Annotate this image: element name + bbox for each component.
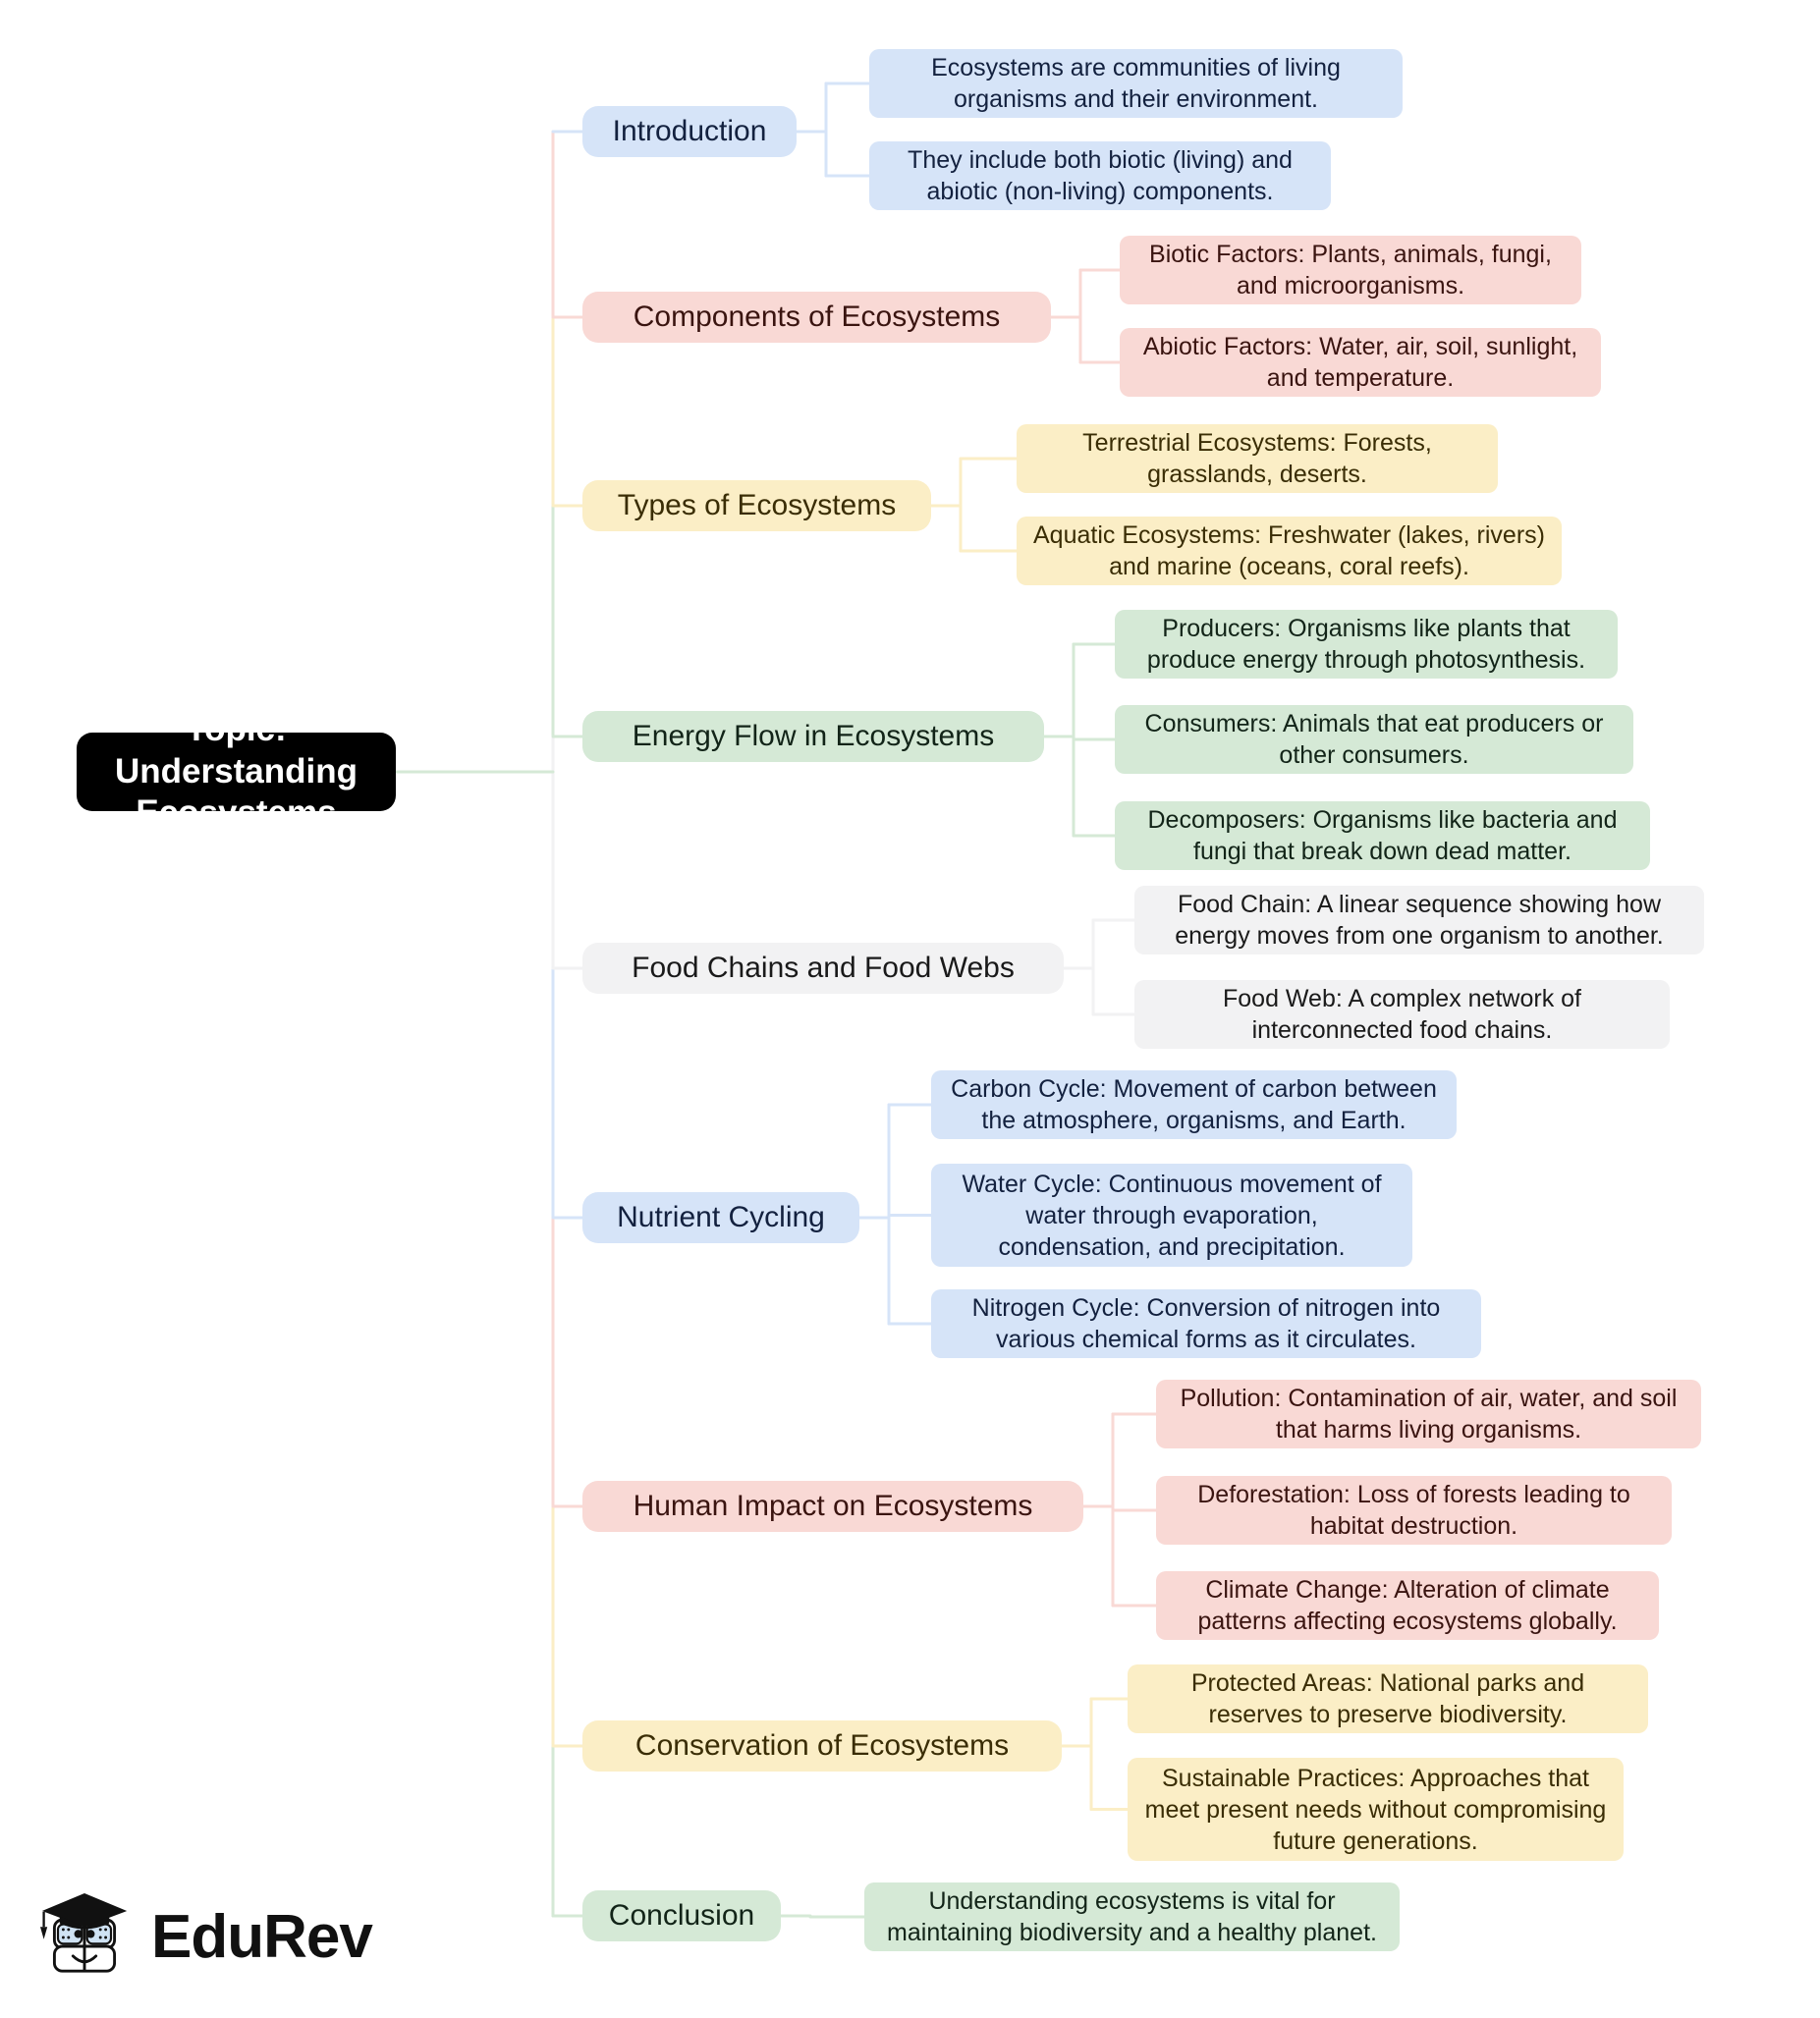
leaf-node-5-1[interactable]: Water Cycle: Continuous movement of wate…: [931, 1164, 1412, 1267]
leaf-node-3-1[interactable]: Consumers: Animals that eat producers or…: [1115, 705, 1633, 774]
branch-node-5[interactable]: Nutrient Cycling: [582, 1192, 859, 1243]
branch-node-6[interactable]: Human Impact on Ecosystems: [582, 1481, 1083, 1532]
branch-node-7[interactable]: Conservation of Ecosystems: [582, 1720, 1062, 1772]
edurev-logo: EduRev: [31, 1874, 373, 2001]
leaf-node-8-0[interactable]: Understanding ecosystems is vital for ma…: [864, 1882, 1400, 1951]
branch-node-4[interactable]: Food Chains and Food Webs: [582, 943, 1064, 994]
root-node[interactable]: Topic: Understanding Ecosystems: [77, 710, 396, 832]
leaf-node-0-0[interactable]: Ecosystems are communities of living org…: [869, 49, 1403, 118]
branch-node-1[interactable]: Components of Ecosystems: [582, 292, 1051, 343]
edurev-wordmark: EduRev: [151, 1903, 373, 1971]
leaf-node-4-0[interactable]: Food Chain: A linear sequence showing ho…: [1134, 886, 1704, 954]
graduation-cap-book-mascot-icon: [40, 1893, 128, 1973]
leaf-node-6-0[interactable]: Pollution: Contamination of air, water, …: [1156, 1380, 1701, 1448]
leaf-node-1-1[interactable]: Abiotic Factors: Water, air, soil, sunli…: [1120, 328, 1601, 397]
branch-node-8[interactable]: Conclusion: [582, 1890, 781, 1941]
leaf-node-7-1[interactable]: Sustainable Practices: Approaches that m…: [1128, 1758, 1624, 1861]
leaf-node-6-1[interactable]: Deforestation: Loss of forests leading t…: [1156, 1476, 1672, 1545]
leaf-node-5-0[interactable]: Carbon Cycle: Movement of carbon between…: [931, 1070, 1457, 1139]
leaf-node-2-0[interactable]: Terrestrial Ecosystems: Forests, grassla…: [1017, 424, 1498, 493]
leaf-node-1-0[interactable]: Biotic Factors: Plants, animals, fungi, …: [1120, 236, 1581, 304]
leaf-node-5-2[interactable]: Nitrogen Cycle: Conversion of nitrogen i…: [931, 1289, 1481, 1358]
branch-node-2[interactable]: Types of Ecosystems: [582, 480, 931, 531]
branch-node-3[interactable]: Energy Flow in Ecosystems: [582, 711, 1044, 762]
leaf-node-6-2[interactable]: Climate Change: Alteration of climate pa…: [1156, 1571, 1659, 1640]
leaf-node-7-0[interactable]: Protected Areas: National parks and rese…: [1128, 1664, 1648, 1733]
leaf-node-4-1[interactable]: Food Web: A complex network of interconn…: [1134, 980, 1670, 1049]
branch-node-0[interactable]: Introduction: [582, 106, 797, 157]
leaf-node-2-1[interactable]: Aquatic Ecosystems: Freshwater (lakes, r…: [1017, 517, 1562, 585]
leaf-node-3-2[interactable]: Decomposers: Organisms like bacteria and…: [1115, 801, 1650, 870]
leaf-node-3-0[interactable]: Producers: Organisms like plants that pr…: [1115, 610, 1618, 679]
leaf-node-0-1[interactable]: They include both biotic (living) and ab…: [869, 141, 1331, 210]
